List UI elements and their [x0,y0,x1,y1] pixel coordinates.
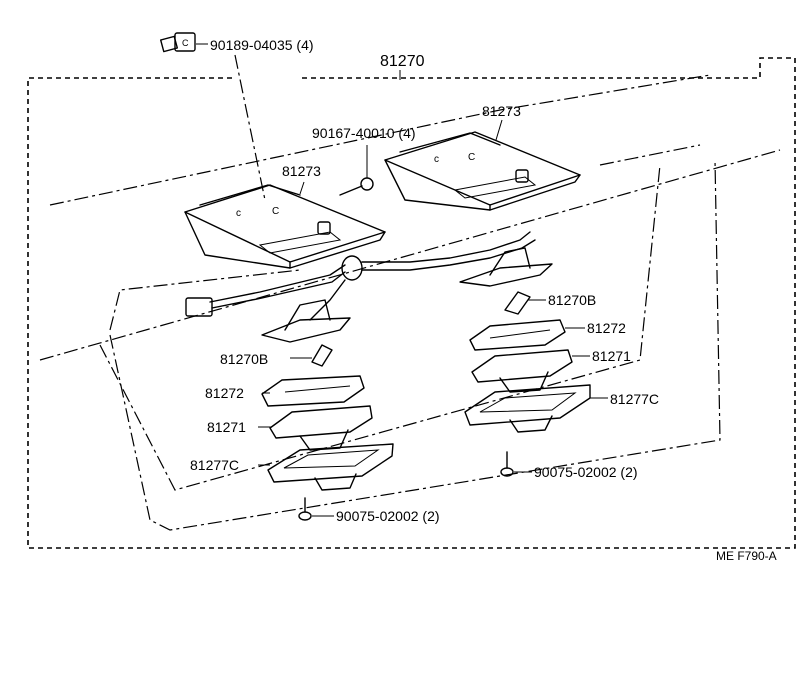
label-gasket-left: 81272 [205,385,244,401]
figure-code: ME F790-A [716,549,777,563]
label-bolt-top: 90189-04035 (4) [210,37,314,53]
screw-right-icon [500,451,514,477]
screw-icon [339,177,374,196]
label-lens-left: 81271 [207,419,246,435]
gasket-left [261,375,365,407]
label-bracket-left: 81273 [282,163,321,179]
housing-left [267,443,394,491]
screw-left-icon [298,497,312,521]
bracket-left: c C [184,184,386,269]
label-bracket-right: 81273 [482,103,521,119]
assembly-boundary [27,57,796,549]
vehicle-body-outline [39,54,781,531]
svg-text:c: c [434,154,439,165]
socket-left [261,299,351,343]
lens-right [471,349,573,393]
bulb-right [504,291,531,315]
svg-text:C: C [182,38,189,48]
label-assembly: 81270 [380,53,425,70]
label-screw-mid: 90167-40010 (4) [312,125,416,141]
label-gasket-right: 81272 [587,320,626,336]
label-screw-left: 90075-02002 (2) [336,508,440,524]
svg-text:C: C [468,152,475,163]
label-bulb-left: 81270B [220,351,268,367]
label-housing-right: 81277C [610,391,659,407]
svg-text:c: c [236,208,241,219]
label-screw-right: 90075-02002 (2) [534,464,638,480]
svg-text:C: C [272,206,279,217]
label-lens-right: 81271 [592,348,631,364]
wiring-harness [185,231,536,321]
bolt-icon: C [159,32,196,53]
bracket-right: c C [384,131,581,211]
label-bulb-right: 81270B [548,292,596,308]
label-housing-left: 81277C [190,457,239,473]
socket-right [459,247,553,287]
lens-left [269,405,373,451]
gasket-right [469,319,566,351]
bulb-left [311,344,333,367]
